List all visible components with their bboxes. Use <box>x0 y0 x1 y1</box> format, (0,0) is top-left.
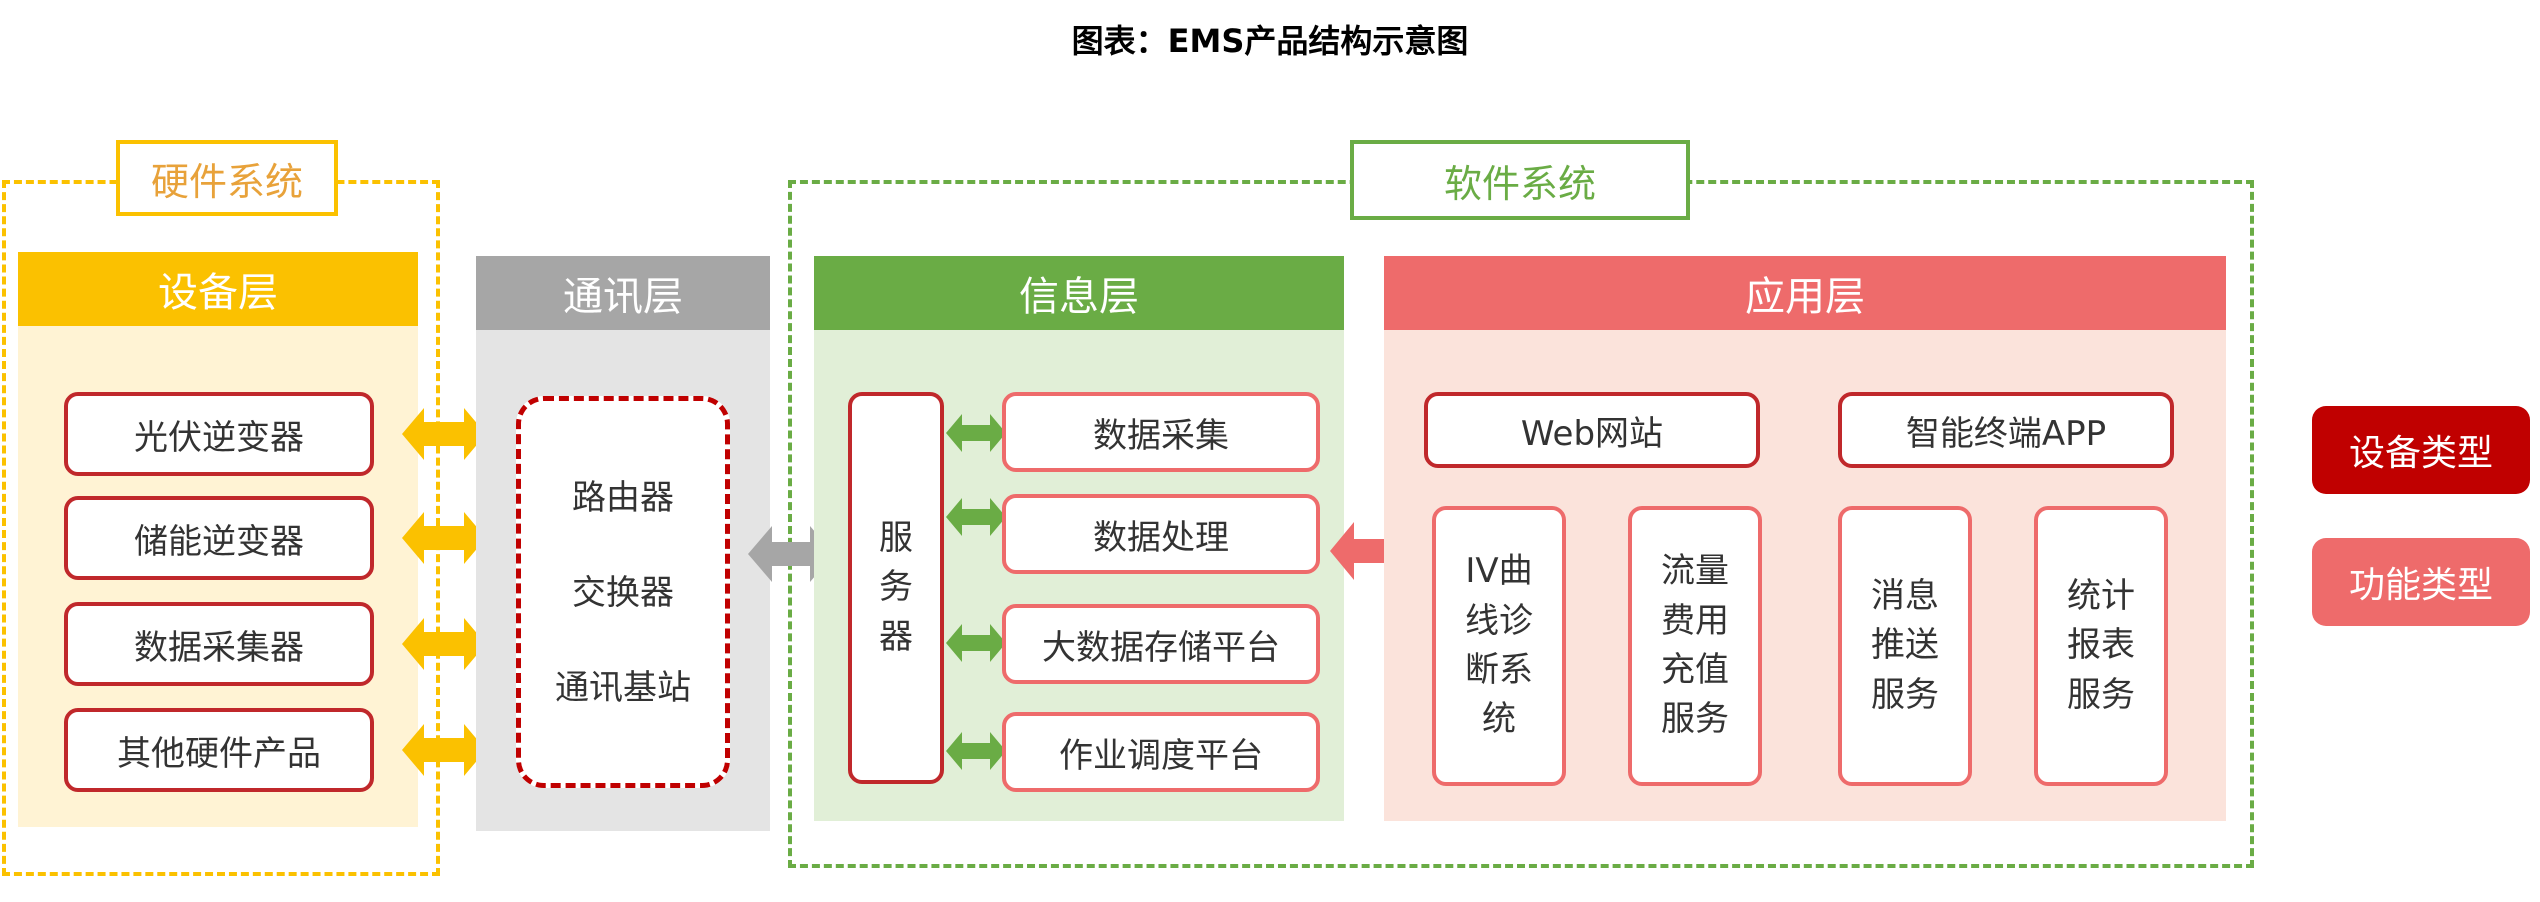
arrow-comm-info <box>748 526 834 582</box>
device-item-storage-inverter: 储能逆变器 <box>64 496 374 580</box>
device-item-pv-inverter: 光伏逆变器 <box>64 392 374 476</box>
app-service-message-push: 消息 推送 服务 <box>1838 506 1972 786</box>
figure-title: 图表：EMS产品结构示意图 <box>1071 22 1469 60</box>
arrow-server-storage <box>946 624 1006 662</box>
app-service-statistics-report: 统计 报表 服务 <box>2034 506 2168 786</box>
legend-function-type: 功能类型 <box>2312 538 2530 626</box>
arrow-server-collection <box>946 414 1006 452</box>
hardware-system-label: 硬件系统 <box>116 140 338 216</box>
comm-item-switch: 交换器 <box>572 573 674 613</box>
arrow-device-comm-2 <box>402 512 486 564</box>
arrow-device-comm-4 <box>402 724 486 776</box>
app-service-iv-diagnosis: IV曲 线诊 断系 统 <box>1432 506 1566 786</box>
arrow-device-comm-3 <box>402 618 486 670</box>
app-layer-header: 应用层 <box>1384 256 2226 330</box>
legend-device-type: 设备类型 <box>2312 406 2530 494</box>
device-item-other-hardware: 其他硬件产品 <box>64 708 374 792</box>
info-server-box: 服 务 器 <box>848 392 944 784</box>
arrow-server-scheduling <box>946 732 1006 770</box>
arrow-device-comm-1 <box>402 408 486 460</box>
info-item-big-data-storage: 大数据存储平台 <box>1002 604 1320 684</box>
arrow-server-processing <box>946 498 1006 536</box>
info-layer-header: 信息层 <box>814 256 1344 330</box>
app-smart-terminal: 智能终端APP <box>1838 392 2174 468</box>
comm-item-router: 路由器 <box>572 478 674 518</box>
device-layer-header: 设备层 <box>18 252 418 326</box>
comm-item-base-station: 通讯基站 <box>555 668 691 708</box>
device-item-data-collector: 数据采集器 <box>64 602 374 686</box>
comm-layer-header: 通讯层 <box>476 256 770 330</box>
comm-devices-box <box>516 396 730 788</box>
software-system-label: 软件系统 <box>1350 140 1690 220</box>
app-web-site: Web网站 <box>1424 392 1760 468</box>
info-item-data-processing: 数据处理 <box>1002 494 1320 574</box>
info-item-job-scheduling: 作业调度平台 <box>1002 712 1320 792</box>
info-item-data-collection: 数据采集 <box>1002 392 1320 472</box>
app-service-traffic-recharge: 流量 费用 充值 服务 <box>1628 506 1762 786</box>
